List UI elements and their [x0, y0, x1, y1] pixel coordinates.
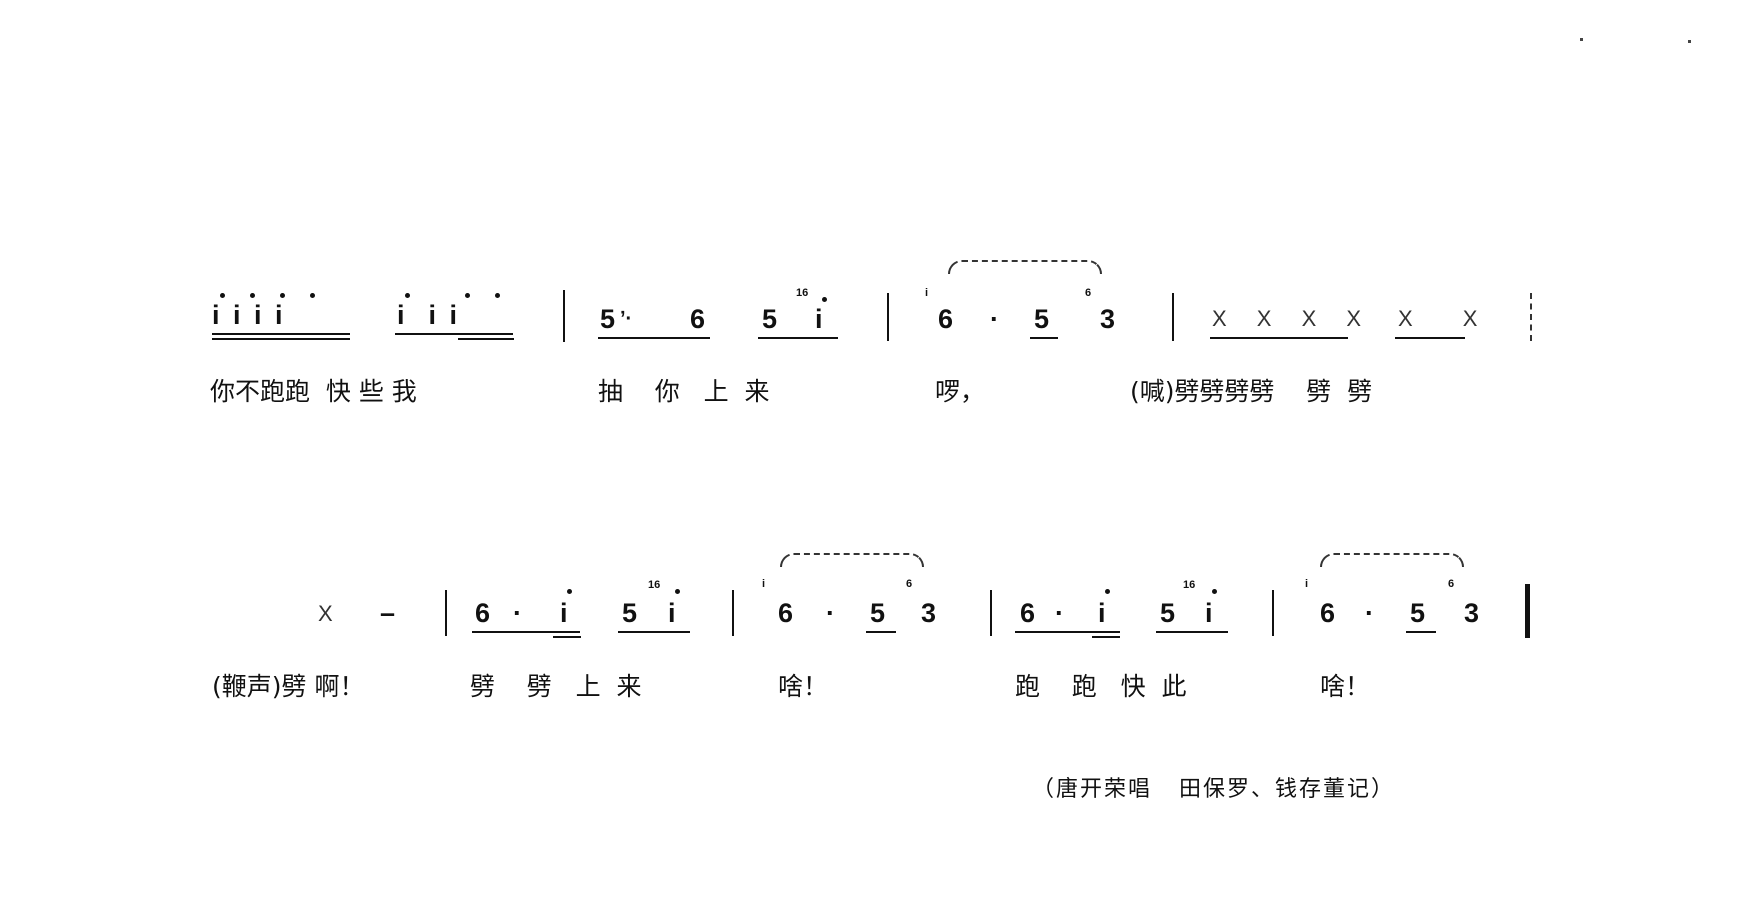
grace-note: i: [1305, 578, 1309, 590]
note-3: 3: [1100, 304, 1116, 334]
high-dot: [310, 293, 315, 298]
lyric-sys2-m2: 劈 劈 上 来: [470, 672, 642, 701]
beam-underline: [1406, 631, 1436, 633]
note-3: 3: [921, 598, 937, 628]
beam-underline: [1210, 337, 1348, 339]
note-6: 6: [1020, 598, 1036, 628]
beam-underline: [1395, 337, 1465, 339]
lyric-sys2-m1: (鞭声)劈 啊！: [212, 672, 365, 701]
high-dot: [495, 293, 500, 298]
percussion-x-notes: X X X X: [1212, 306, 1374, 331]
note-6: 6: [778, 598, 794, 628]
barline: [445, 590, 447, 636]
beam-underline: [1156, 631, 1228, 633]
beam-underline: [1030, 337, 1058, 339]
barline: [1272, 590, 1274, 636]
high-dot: [220, 293, 225, 298]
high-dot: [1105, 589, 1110, 594]
lyric-sys2-m5: 啥！: [1320, 672, 1371, 701]
slur: [1320, 553, 1464, 567]
lyric-sys2-m4: 跑 跑 快 此: [1015, 672, 1187, 701]
beam-underline: [458, 338, 514, 340]
note-dot: ·: [1055, 598, 1064, 628]
note-dot: ·: [513, 598, 522, 628]
note-dot: ·: [826, 598, 835, 628]
rest-dash: –: [380, 598, 396, 628]
beam-underline: [1092, 636, 1120, 638]
note-5: 5: [762, 304, 778, 334]
lyric-sys1-m2: 抽 你 上 来: [598, 377, 770, 406]
slur: [948, 260, 1102, 274]
lyric-sys1-m3: 啰，: [935, 377, 986, 406]
beam-underline: [618, 631, 690, 633]
beam-underline: [866, 631, 896, 633]
barline: [1172, 293, 1174, 341]
beam-underline: [1015, 631, 1120, 633]
note-6: 6: [938, 304, 954, 334]
barline: [732, 590, 734, 636]
note-5: 5: [1034, 304, 1050, 334]
slur: [780, 553, 924, 567]
lyric-sys1-m4: (喊)劈劈劈劈 劈 劈: [1130, 377, 1373, 406]
grace-note: 6: [1085, 287, 1092, 299]
beam-underline: [395, 333, 513, 335]
final-barline: [1525, 584, 1530, 638]
note-dot: ·: [1365, 598, 1374, 628]
high-dot: [405, 293, 410, 298]
barline: [990, 590, 992, 636]
grace-note: i: [925, 287, 929, 299]
scan-speck: [1580, 38, 1583, 41]
grace-note: i: [762, 578, 766, 590]
lyric-sys2-m3: 啥！: [778, 672, 829, 701]
note-5: 5: [1410, 598, 1426, 628]
beam-underline: [212, 338, 350, 340]
beam-underline: [598, 337, 710, 339]
note-5: 5: [870, 598, 886, 628]
high-dot: [822, 297, 827, 302]
note-high-1: i: [560, 598, 568, 628]
note-6: 6: [1320, 598, 1336, 628]
percussion-x-notes: X X: [1398, 306, 1500, 331]
barline: [563, 290, 565, 342]
note-3: 3: [1464, 598, 1480, 628]
note-5: 5: [622, 598, 638, 628]
note-high-1: i: [668, 598, 676, 628]
notes-sys1-m1-b: i i i: [397, 300, 461, 330]
notes-sys1-m1-a: i i i i: [212, 300, 286, 330]
note-dot: ·: [990, 304, 999, 334]
credit-line: （唐开荣唱 田保罗、钱存董记）: [1032, 777, 1395, 802]
high-dot: [465, 293, 470, 298]
lyric-sys1-m1: 你不跑跑 快 些 我: [210, 377, 417, 406]
barline: [1530, 293, 1532, 341]
note-high-1: i: [815, 304, 823, 334]
grace-note: 6: [906, 578, 913, 590]
note-5: 5: [1160, 598, 1176, 628]
note-high-1: i: [1205, 598, 1213, 628]
scan-speck: [1688, 40, 1691, 43]
percussion-x-note: X: [318, 601, 333, 626]
high-dot: [250, 293, 255, 298]
note-6: 6: [690, 304, 706, 334]
grace-note: 16: [648, 579, 661, 591]
note-6: 6: [475, 598, 491, 628]
high-dot: [567, 589, 572, 594]
grace-note: 16: [796, 287, 809, 299]
note-dot: ʼ·: [620, 308, 633, 330]
high-dot: [675, 589, 680, 594]
note-high-1: i: [1098, 598, 1106, 628]
grace-note: 16: [1183, 579, 1196, 591]
high-dot: [1212, 589, 1217, 594]
barline: [887, 293, 889, 341]
beam-underline: [212, 333, 350, 335]
beam-underline: [758, 337, 838, 339]
grace-note: 6: [1448, 578, 1455, 590]
beam-underline: [472, 631, 580, 633]
note-5: 5: [600, 304, 616, 334]
beam-underline: [553, 636, 581, 638]
high-dot: [280, 293, 285, 298]
